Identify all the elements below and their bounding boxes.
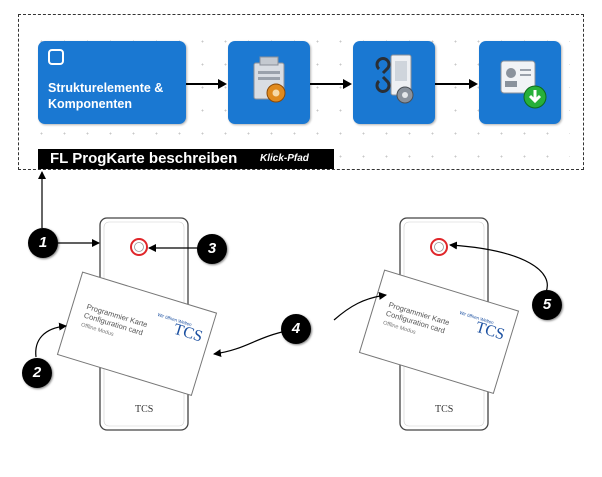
link-device-gear-icon xyxy=(375,54,414,104)
click-path-label: Klick-Pfad xyxy=(260,153,309,164)
flow-arrow-1 xyxy=(186,79,227,89)
tile-device-gear[interactable] xyxy=(228,41,310,124)
page-title: FL ProgKarte beschreiben xyxy=(50,150,238,167)
step-badge-3: 3 xyxy=(197,234,227,264)
led-ring-left xyxy=(130,238,148,256)
config-card-left: Programmier Karte Configuration card Off… xyxy=(56,271,218,396)
step-badge-1: 1 xyxy=(28,228,58,258)
reader-left-logo: TCS xyxy=(135,404,153,415)
workflow-frame xyxy=(18,14,584,170)
step-badge-5: 5 xyxy=(532,290,562,320)
arrow-4-to-left xyxy=(213,331,283,358)
flow-arrow-2 xyxy=(310,79,352,89)
tile-link-device[interactable] xyxy=(353,41,435,124)
tile-strukturelemente[interactable]: Strukturelemente & Komponenten xyxy=(38,41,186,124)
step-badge-2: 2 xyxy=(22,358,52,388)
hollow-square-icon xyxy=(48,49,64,65)
reader-right-logo: TCS xyxy=(435,404,453,415)
tile-id-card[interactable] xyxy=(479,41,561,124)
config-card-right: Programmier Karte Configuration card Off… xyxy=(358,269,520,394)
id-card-download-icon xyxy=(500,60,547,109)
arrow-4-to-right xyxy=(333,291,387,321)
tile-strukturelemente-label: Strukturelemente & Komponenten xyxy=(48,81,164,111)
step-badge-4: 4 xyxy=(281,314,311,344)
device-gear-icon xyxy=(253,56,286,103)
arrow-2-to-card xyxy=(35,322,67,358)
arrow-5-to-led xyxy=(449,241,548,293)
title-bar: FL ProgKarte beschreiben Klick-Pfad xyxy=(38,149,334,169)
led-ring-right xyxy=(430,238,448,256)
flow-arrow-3 xyxy=(435,79,478,89)
